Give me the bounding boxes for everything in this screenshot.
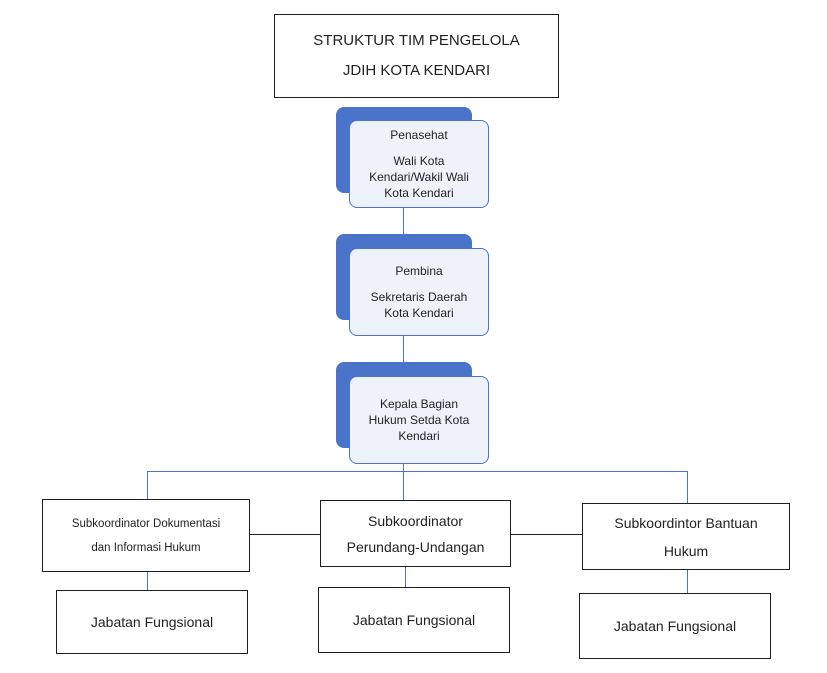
kepala-name-line-1: Kepala Bagian [379,397,459,411]
connector-horizontal-bus [147,471,688,472]
kepala-card: Kepala Bagian Hukum Setda Kota Kendari [349,376,489,464]
connector-sub-center-jabatan [405,566,406,587]
penasehat-name-line-2: Kendari/Wakil Wali [369,170,469,184]
subkoordinator-perundangan-line-1: Subkoordinator [368,512,463,529]
penasehat-name-line-1: Wali Kota [393,154,445,168]
subkoordinator-dokumentasi-line-2: dan Informasi Hukum [91,541,201,554]
connector-pembina-kepala [403,336,404,378]
jabatan-fungsional-label-3: Jabatan Fungsional [613,618,737,634]
connector-sub-left-jabatan [147,571,148,590]
connector-penasehat-pembina [403,207,404,249]
jabatan-fungsional-label-1: Jabatan Fungsional [90,614,214,630]
connector-kepala-bus [403,464,404,500]
pembina-name-line-1: Sekretaris Daerah [370,290,468,304]
subkoordinator-dokumentasi-line-1: Subkoordinator Dokumentasi [71,517,221,530]
title-line-1: STRUKTUR TIM PENGELOLA [313,32,520,49]
subkoordinator-bantuan-line-2: Hukum [663,542,709,559]
kepala-name-line-2: Hukum Setda Kota [368,413,470,427]
jabatan-fungsional-box-3: Jabatan Fungsional [579,593,771,659]
subkoordinator-perundangan-line-2: Perundang-Undangan [346,538,485,555]
jabatan-fungsional-box-1: Jabatan Fungsional [56,590,248,654]
subkoordinator-bantuan-box: Subkoordintor Bantuan Hukum [582,503,790,570]
pembina-role: Pembina [395,264,443,278]
connector-sub-left-center [249,534,321,535]
pembina-card: Pembina Sekretaris Daerah Kota Kendari [349,248,489,336]
jabatan-fungsional-box-2: Jabatan Fungsional [318,587,510,653]
pembina-name-line-2: Kota Kendari [384,306,454,320]
connector-sub-center-right [510,534,583,535]
connector-bus-right-drop [687,471,688,503]
subkoordinator-dokumentasi-box: Subkoordinator Dokumentasi dan Informasi… [42,499,250,572]
title-box: STRUKTUR TIM PENGELOLA JDIH KOTA KENDARI [274,14,559,98]
penasehat-card: Penasehat Wali Kota Kendari/Wakil Wali K… [349,120,489,208]
title-line-2: JDIH KOTA KENDARI [342,62,491,79]
kepala-name-line-3: Kendari [398,429,440,443]
jabatan-fungsional-label-2: Jabatan Fungsional [352,612,476,628]
subkoordinator-perundangan-box: Subkoordinator Perundang-Undangan [320,500,511,567]
connector-bus-left-drop [147,471,148,499]
penasehat-role: Penasehat [390,128,448,142]
subkoordinator-bantuan-line-1: Subkoordintor Bantuan [614,514,758,531]
connector-sub-right-jabatan [687,569,688,593]
penasehat-name-line-3: Kota Kendari [384,186,454,200]
